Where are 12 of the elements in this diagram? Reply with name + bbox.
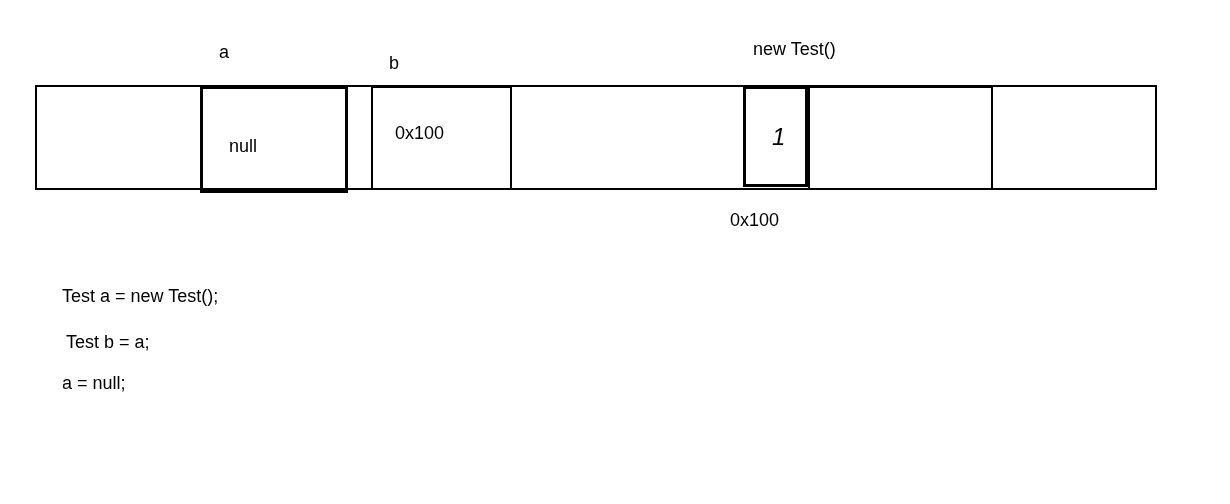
cell-value: null	[229, 135, 258, 158]
memory-cell	[743, 86, 808, 187]
object-label: new Test()	[753, 38, 836, 61]
reference-count: 1	[772, 122, 786, 152]
cell-value: 0x100	[395, 122, 445, 145]
code-line: Test b = a;	[66, 331, 150, 354]
memory-block	[808, 86, 993, 190]
variable-name: a	[219, 41, 229, 64]
address-label: 0x100	[730, 209, 780, 232]
variable-name: b	[389, 52, 399, 75]
code-line: Test a = new Test();	[62, 285, 219, 308]
code-line: a = null;	[62, 372, 126, 395]
